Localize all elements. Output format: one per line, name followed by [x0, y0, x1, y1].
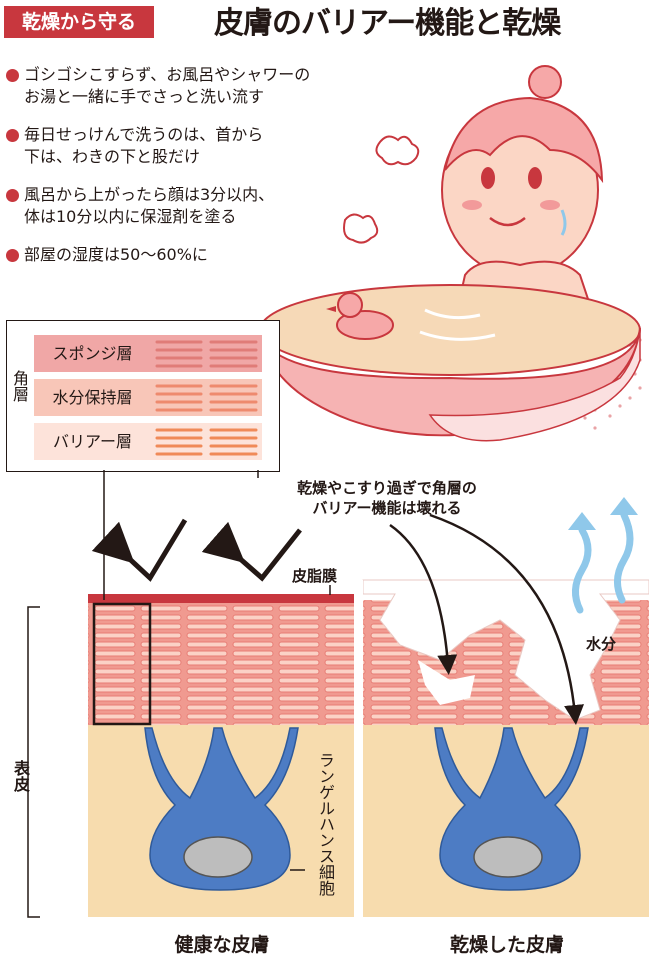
- damage-annotation-line2: バリアー機能は壊れる: [312, 499, 462, 517]
- tip-text-line1: 部屋の湿度は50〜60%に: [24, 245, 208, 264]
- water-retention-layer-stripes: [155, 384, 258, 412]
- bullet-icon: [6, 69, 19, 82]
- tip-item: ゴシゴシこすらず、お風呂やシャワーの お湯と一緒に手でさっと洗い流す: [4, 64, 344, 108]
- tip-item: 部屋の湿度は50〜60%に: [4, 244, 344, 266]
- tip-item: 風呂から上がったら顔は3分以内、 体は10分以内に保湿剤を塗る: [4, 184, 344, 228]
- page-title: 皮膚のバリアー機能と乾燥: [214, 6, 561, 41]
- bullet-icon: [6, 129, 19, 142]
- langerhans-cell-healthy: [144, 727, 299, 891]
- sebum-film: [88, 594, 354, 603]
- epidermis-label: 表皮: [11, 760, 30, 792]
- water-vapor-arrows: [572, 511, 634, 614]
- sebum-label: 皮脂膜: [292, 567, 338, 585]
- water-retention-layer-label: 水分保持層: [52, 388, 133, 407]
- tip-text-line2: お湯と一緒に手でさっと洗い流す: [24, 87, 265, 106]
- dry-damage-gaps: [362, 579, 649, 721]
- healthy-skin-caption: 健康な皮膚: [174, 934, 270, 956]
- bullet-icon: [6, 189, 19, 202]
- stratum-corneum-side-label: 角層: [10, 370, 29, 402]
- topic-tag: 乾燥から守る: [4, 6, 154, 38]
- water-retention-layer: 水分保持層: [34, 379, 262, 416]
- bullet-icon: [6, 249, 19, 262]
- stratum-corneum-inset: スポンジ層 水分保持層 バリアー層: [6, 320, 280, 472]
- damage-annotation: 乾燥やこすり過ぎで角層の バリアー機能は壊れる: [262, 478, 512, 518]
- barrier-layer-label: バリアー層: [52, 432, 133, 451]
- skin-cross-section: [27, 470, 649, 925]
- inset-highlight-box: [92, 602, 152, 726]
- tip-text-line1: ゴシゴシこすらず、お風呂やシャワーの: [24, 65, 311, 84]
- tips-list: ゴシゴシこすらず、お風呂やシャワーの お湯と一緒に手でさっと洗い流す 毎日せっけ…: [4, 64, 344, 282]
- tip-item: 毎日せっけんで洗うのは、首から 下は、わきの下と股だけ: [4, 124, 344, 168]
- damage-annotation-line1: 乾燥やこすり過ぎで角層の: [297, 479, 477, 497]
- sponge-layer-label: スポンジ層: [52, 344, 133, 363]
- langerhans-label: ランゲルハンス細胞: [316, 752, 335, 896]
- barrier-layer-stripes: [155, 428, 258, 456]
- tip-text-line1: 毎日せっけんで洗うのは、首から: [24, 125, 264, 144]
- barrier-layer: バリアー層: [34, 423, 262, 460]
- water-label: 水分: [586, 635, 617, 653]
- dry-skin-caption: 乾燥した皮膚: [449, 934, 564, 956]
- tip-text-line2: 下は、わきの下と股だけ: [24, 147, 201, 166]
- langerhans-cell-dry: [434, 727, 589, 891]
- bath-illustration: [259, 65, 642, 442]
- sponge-layer-stripes: [155, 340, 258, 368]
- tip-text-line2: 体は10分以内に保湿剤を塗る: [24, 207, 237, 226]
- tip-text-line1: 風呂から上がったら顔は3分以内、: [24, 185, 275, 204]
- sponge-layer: スポンジ層: [34, 335, 262, 372]
